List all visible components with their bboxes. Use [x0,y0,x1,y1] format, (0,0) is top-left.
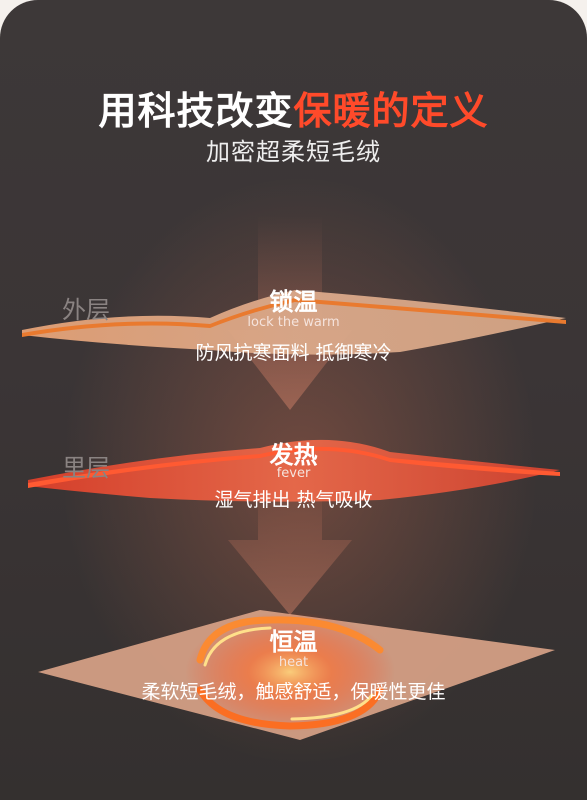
inner-layer-english: fever [276,466,311,481]
title-part-white: 用科技改变 [98,89,294,133]
outer-layer-description: 防风抗寒面料 抵御寒冷 [195,342,392,364]
page-title: 用科技改变保暖的定义 [0,80,587,135]
inner-layer-description: 湿气排出 热气吸收 [214,489,373,511]
page-subtitle: 加密超柔短毛绒 [206,138,381,166]
inner-layer-side-label: 里层 [62,454,110,482]
base-layer-title: 恒温 [269,628,318,656]
title-part-accent: 保暖的定义 [293,89,489,133]
base-layer-english: heat [278,655,309,670]
outer-layer-shape [22,290,566,355]
fire-glow [185,612,395,732]
outer-layer-english: lock the warm [247,315,340,330]
inner-layer-shape [28,439,560,502]
fire-ring [196,616,384,664]
heat-arrow-bottom [228,470,352,615]
outer-layer-title: 锁温 [269,288,318,316]
inner-layer-edge [28,446,560,488]
inner-layer-title: 发热 [269,441,318,469]
outer-layer-side-label: 外层 [62,296,110,324]
base-layer-description: 柔软短毛绒，触感舒适，保暖性更佳 [141,681,446,703]
